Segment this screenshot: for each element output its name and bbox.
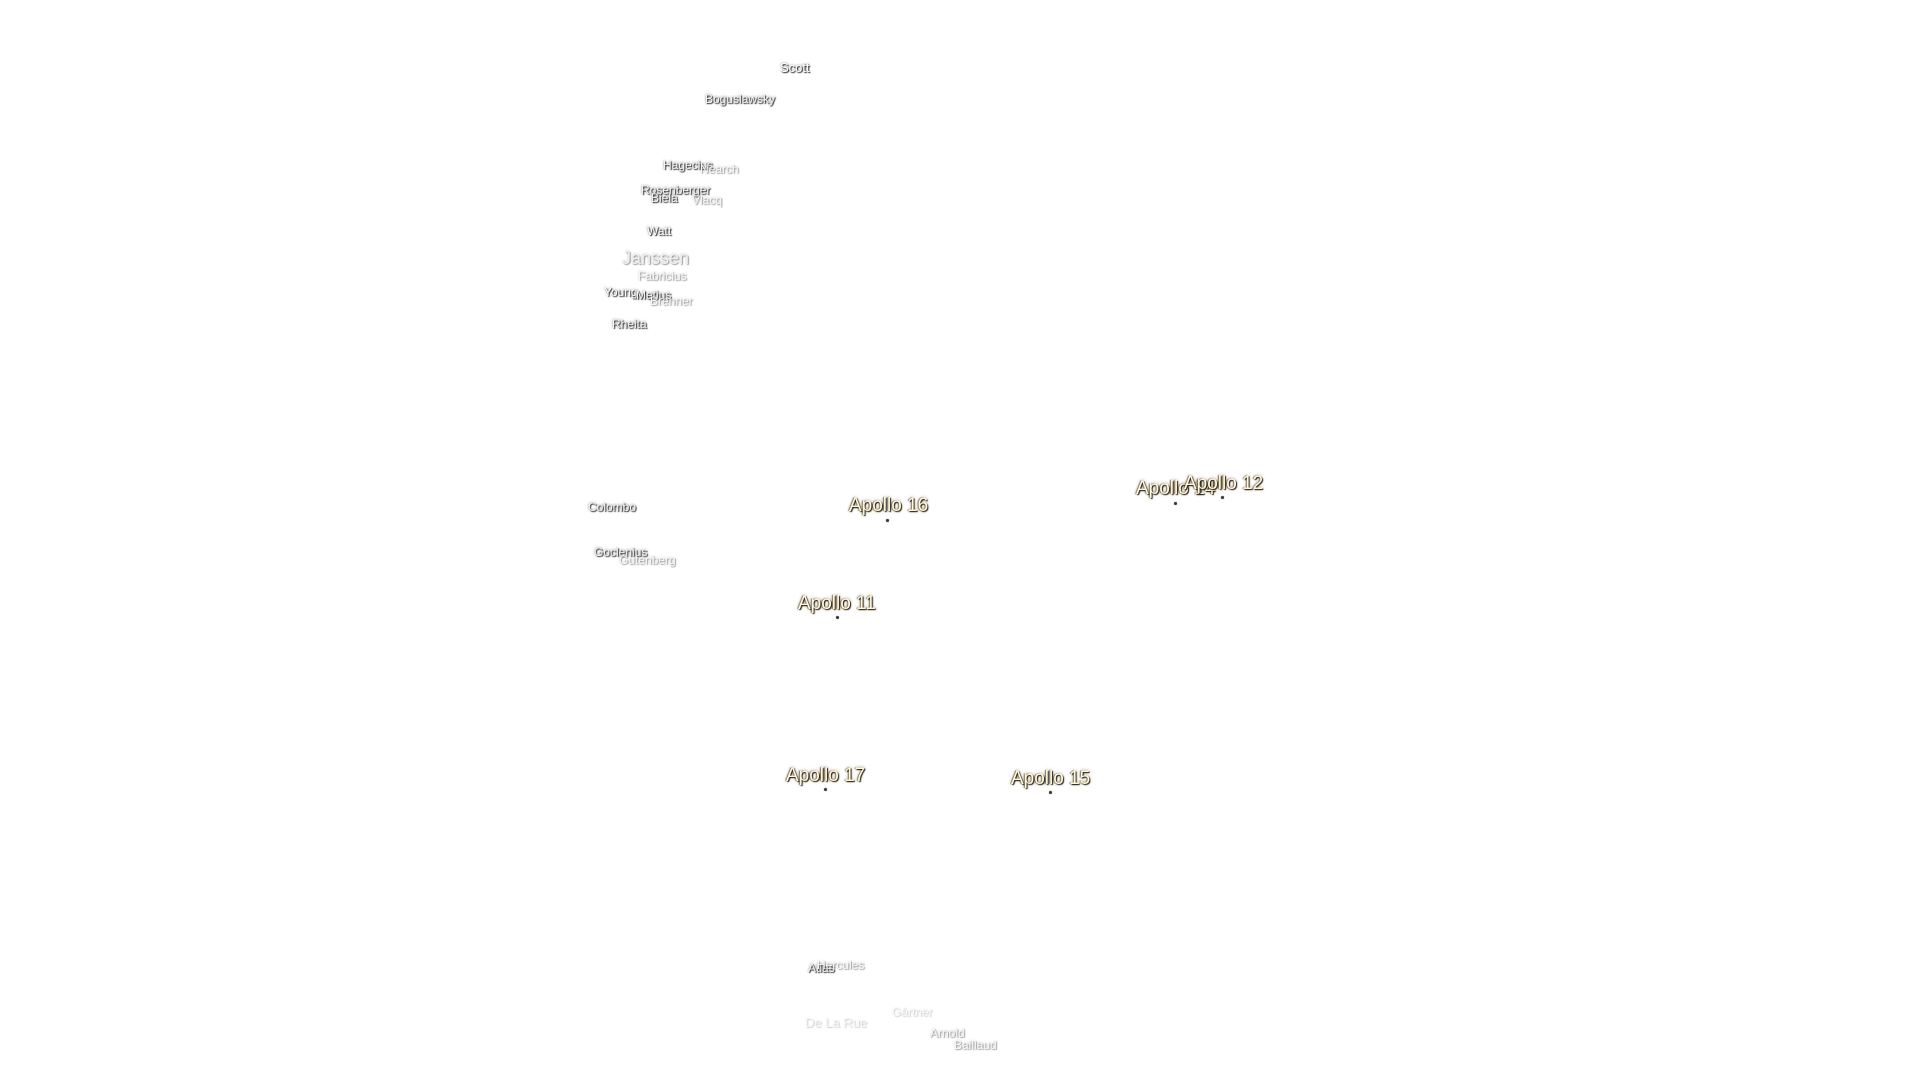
crater-label-nearch[interactable]: Nearch bbox=[700, 162, 739, 176]
apollo-17-label[interactable]: Apollo 17 bbox=[786, 765, 866, 786]
apollo-11-site-marker[interactable] bbox=[836, 616, 839, 619]
apollo-17-site-marker[interactable] bbox=[824, 788, 827, 791]
apollo-14-site-marker[interactable] bbox=[1174, 502, 1177, 505]
apollo-12-label[interactable]: Apollo 12 bbox=[1184, 473, 1264, 494]
apollo-15-label[interactable]: Apollo 15 bbox=[1011, 768, 1091, 789]
apollo-12-site-marker[interactable] bbox=[1221, 496, 1224, 499]
crater-label-vlacq[interactable]: Vlacq bbox=[692, 193, 723, 207]
crater-label-gutenberg[interactable]: Gutenberg bbox=[619, 553, 676, 567]
apollo-16-label[interactable]: Apollo 16 bbox=[849, 495, 929, 516]
crater-label-baillaud[interactable]: Baillaud bbox=[954, 1038, 997, 1052]
crater-label-brenner[interactable]: Brenner bbox=[650, 294, 693, 308]
crater-label-arnold[interactable]: Arnold bbox=[930, 1026, 965, 1040]
crater-label-biela[interactable]: Biela bbox=[651, 191, 678, 205]
crater-label-metius[interactable]: Metius bbox=[636, 288, 672, 302]
apollo-11-label[interactable]: Apollo 11 bbox=[798, 593, 876, 614]
apollo-15-site-marker[interactable] bbox=[1049, 791, 1052, 794]
apollo-16-site-marker[interactable] bbox=[886, 519, 889, 522]
crater-label-boguslawsky[interactable]: Boguslawsky bbox=[705, 92, 776, 106]
crater-label-de-la-rue[interactable]: De La Rue bbox=[805, 1015, 868, 1030]
apollo-14-label[interactable]: Apollo 14 bbox=[1136, 478, 1216, 499]
crater-label-rheita[interactable]: Rheita bbox=[612, 317, 647, 331]
crater-label-atlas[interactable]: Atlas bbox=[808, 961, 835, 975]
crater-label-fabricius[interactable]: Fabricius bbox=[638, 269, 687, 283]
crater-label-janssen[interactable]: Janssen bbox=[622, 248, 690, 268]
crater-label-young[interactable]: Young bbox=[604, 285, 638, 299]
crater-label-goclenius[interactable]: Goclenius bbox=[594, 545, 648, 559]
crater-label-watt[interactable]: Watt bbox=[647, 224, 672, 238]
crater-label-hercules[interactable]: Hercules bbox=[817, 958, 865, 972]
crater-label-rosenberger[interactable]: Rosenberger bbox=[641, 183, 711, 197]
crater-label-hagecius[interactable]: Hagecius bbox=[663, 158, 714, 172]
crater-label-gartner[interactable]: Gärtner bbox=[892, 1005, 933, 1019]
crater-label-colombo[interactable]: Colombo bbox=[588, 500, 637, 514]
crater-label-scott[interactable]: Scott bbox=[780, 60, 810, 75]
